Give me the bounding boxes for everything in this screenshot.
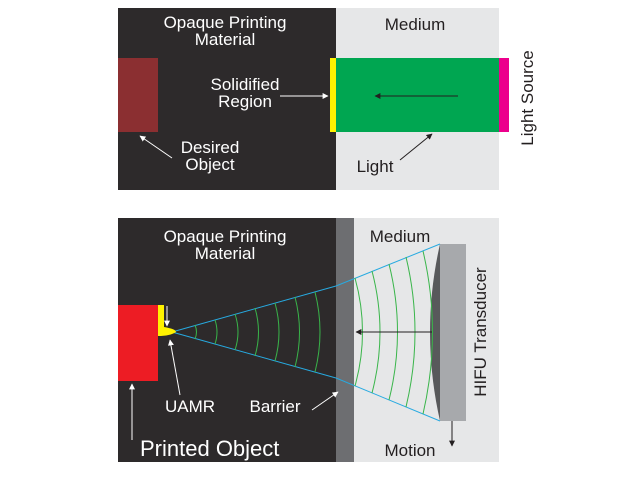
- printed-object-label: Printed Object: [140, 436, 279, 461]
- uamr-region: [158, 305, 176, 336]
- barrier-pointer: [311, 391, 339, 411]
- wavefront: [254, 307, 259, 357]
- wavefront: [422, 250, 433, 415]
- wavefront: [234, 313, 239, 351]
- light-beam: [336, 58, 499, 132]
- light-source-label: Light Source: [518, 50, 537, 145]
- bottom-material-label-line1: Opaque Printing: [164, 227, 287, 246]
- top-material-label-line2: Material: [195, 30, 255, 49]
- bottom-material-label-line2: Material: [195, 244, 255, 263]
- hifu-transducer: [440, 244, 466, 421]
- printed-object: [118, 305, 158, 381]
- bottom-medium-label: Medium: [370, 227, 430, 246]
- wavefront: [214, 319, 218, 345]
- wavefront: [274, 302, 280, 362]
- bottom-panel: Opaque Printing Material Medium UAMR Bar…: [118, 218, 499, 462]
- light-source: [499, 58, 509, 132]
- light-label: Light: [357, 157, 394, 176]
- desired-label-line2: Object: [185, 155, 234, 174]
- uamr-label: UAMR: [165, 397, 215, 416]
- barrier: [336, 218, 354, 462]
- transducer-face: [430, 244, 440, 421]
- solidified-label-line2: Region: [218, 92, 272, 111]
- wavefront: [194, 324, 197, 340]
- top-panel: Opaque Printing Material Medium Solidifi…: [118, 8, 537, 190]
- bottom-medium: [336, 218, 499, 462]
- uamr-pointer: [168, 339, 181, 396]
- top-material-label-line1: Opaque Printing: [164, 13, 287, 32]
- wavefront: [314, 291, 321, 373]
- wavefront: [294, 296, 300, 368]
- light-pointer: [399, 133, 433, 161]
- barrier-label: Barrier: [249, 397, 300, 416]
- desired-label-line1: Desired: [181, 138, 240, 157]
- top-medium-label: Medium: [385, 15, 445, 34]
- motion-label: Motion: [384, 441, 435, 460]
- solidified-label-line1: Solidified: [211, 75, 280, 94]
- solidified-region: [330, 58, 336, 132]
- desired-pointer: [139, 135, 173, 159]
- hifu-transducer-label: HIFU Transducer: [471, 267, 490, 397]
- desired-object: [118, 58, 158, 132]
